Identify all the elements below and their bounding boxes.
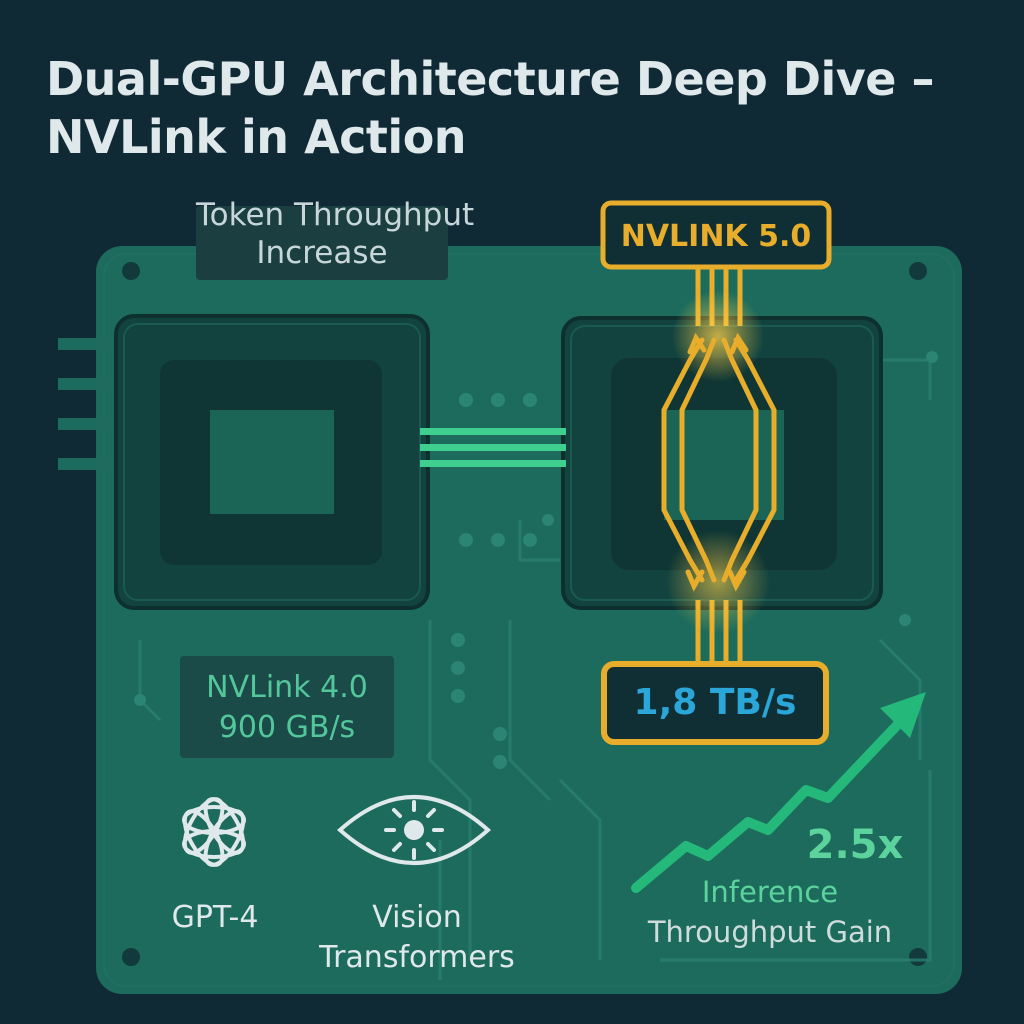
eye-icon: [336, 795, 492, 865]
token-throughput-label: Token Throughput Increase: [196, 196, 475, 272]
edge-connector: [58, 338, 108, 470]
nvlink5-label: NVLINK 5.0: [620, 219, 812, 254]
openai-logo-icon: [182, 797, 246, 867]
trend-arrow-icon: [631, 692, 926, 893]
circuit-vias: [134, 351, 938, 769]
nvlink5-bandwidth: 1,8 TB/s: [633, 682, 797, 723]
nvlink4-name: NVLink 4.0: [206, 670, 368, 705]
nvlink4-label: NVLink 4.0 900 GB/s: [180, 668, 394, 748]
nvlink5-label-box: [600, 200, 832, 270]
nvlink4-bridge: [420, 428, 566, 467]
token-throughput-box: [196, 206, 448, 280]
page-title: Dual-GPU Architecture Deep Dive – NVLink…: [46, 50, 986, 166]
gpu-left: [114, 314, 430, 610]
gain-label: Inference Throughput Gain: [620, 872, 920, 952]
gain-value: 2.5x: [806, 822, 904, 868]
gain-line-2: Throughput Gain: [647, 915, 893, 949]
title-line-1: Dual-GPU Architecture Deep Dive –: [46, 52, 935, 106]
gpu-right: [561, 316, 883, 610]
token-throughput-line-2: Increase: [256, 235, 388, 271]
gpt4-label: GPT-4: [171, 900, 259, 935]
title-line-2: NVLink in Action: [46, 110, 467, 164]
vision-line-2: Transformers: [319, 940, 515, 975]
nvlink4-bandwidth: 900 GB/s: [218, 710, 356, 745]
gain-line-1: Inference: [701, 875, 839, 909]
mounting-holes: [122, 262, 927, 966]
bandwidth5-box: [601, 661, 829, 745]
vision-line-1: Vision: [372, 900, 462, 935]
nvlink4-box: [180, 656, 394, 758]
vision-transformers-label: Vision Transformers: [282, 898, 552, 978]
token-throughput-line-1: Token Throughput: [196, 197, 475, 233]
nvlink5-flow-lines: [661, 332, 777, 592]
